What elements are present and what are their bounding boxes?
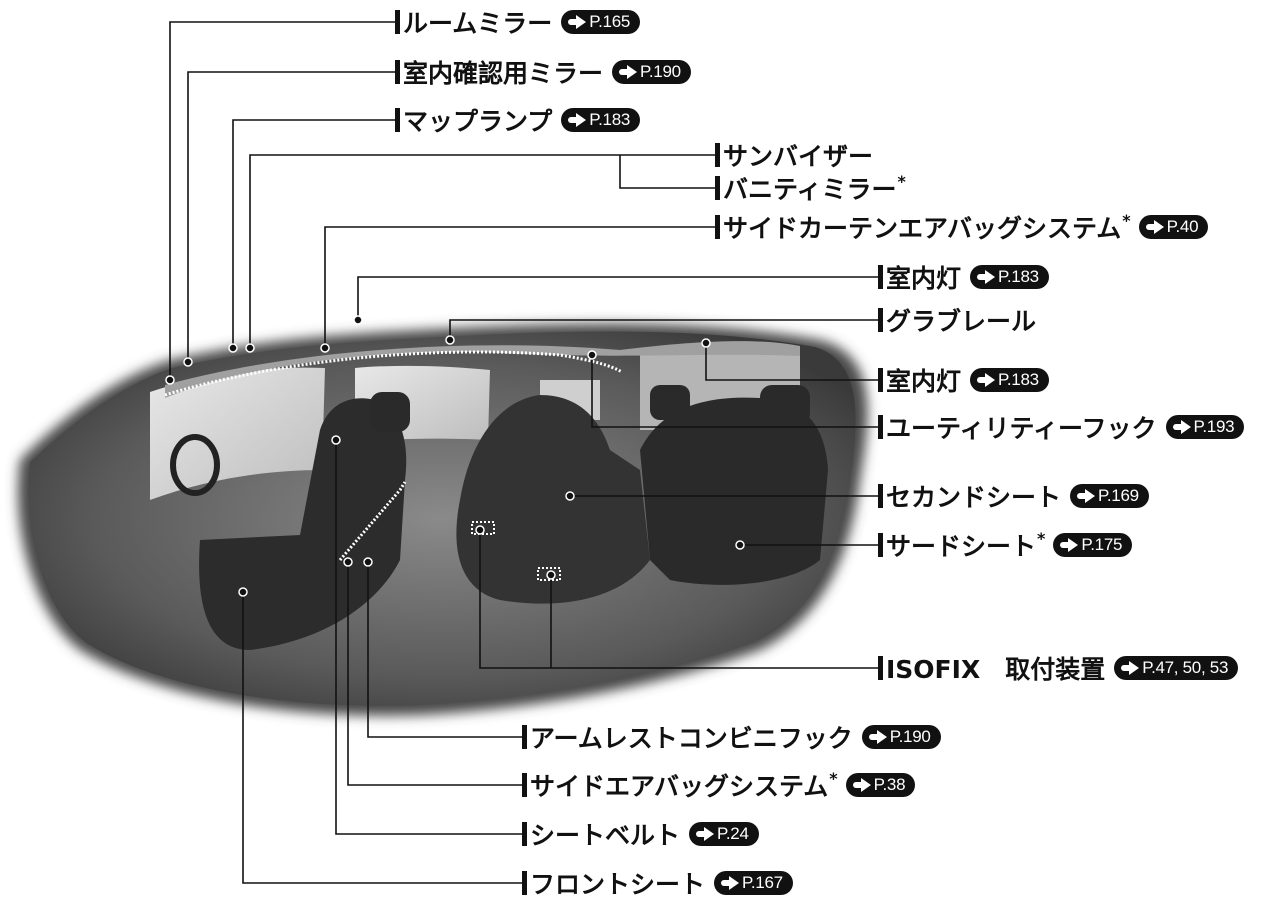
arrow-icon: [1060, 538, 1079, 552]
page-ref-badge[interactable]: P.38: [845, 773, 916, 797]
arrow-icon: [696, 827, 715, 841]
label-seat-belt: シートベルト P.24: [522, 819, 759, 850]
label-room-lamp-front: 室内灯 P.183: [878, 262, 1049, 293]
page-ref-badge[interactable]: P.183: [970, 265, 1049, 289]
headrest-third: [760, 385, 810, 425]
label-sun-visor: サンバイザー: [715, 140, 874, 171]
label-front-seat: フロントシート P.167: [522, 868, 793, 899]
arrow-icon: [1172, 420, 1191, 434]
label-vanity-mirror: バニティミラー*: [715, 172, 906, 204]
front-seat-shape: [199, 398, 407, 650]
seat-belt-dotted: [338, 481, 407, 561]
vehicle-illustration: [18, 323, 868, 716]
headrest-front: [370, 392, 410, 432]
arrow-icon: [1121, 661, 1140, 675]
label-third-seat: サードシート* P.175: [878, 529, 1133, 561]
page-ref-badge[interactable]: P.47, 50, 53: [1114, 656, 1239, 680]
page-ref-badge[interactable]: P.165: [561, 10, 641, 34]
label-utility-hook: ユーティリティーフック P.193: [878, 412, 1245, 443]
arrow-icon: [619, 65, 638, 79]
grab-rail-dotted: [164, 350, 623, 397]
label-interior-mirror: 室内確認用ミラー P.190: [395, 57, 691, 88]
anchor-dots: [165, 315, 745, 597]
page-ref-badge[interactable]: P.167: [714, 871, 793, 895]
arrow-icon: [568, 15, 587, 29]
windshield: [150, 367, 325, 500]
arrow-icon: [868, 730, 887, 744]
label-grab-rail: グラブレール: [878, 305, 1037, 336]
label-room-mirror: ルームミラー P.165: [395, 7, 641, 38]
page-ref-badge[interactable]: P.175: [1053, 533, 1133, 557]
arrow-icon: [1077, 489, 1096, 503]
page-ref-badge[interactable]: P.183: [970, 368, 1049, 392]
label-isofix: ISOFIX 取付装置 P.47, 50, 53: [878, 653, 1239, 684]
page-ref-badge[interactable]: P.193: [1165, 415, 1245, 439]
arrow-icon: [721, 876, 740, 890]
arrow-icon: [852, 778, 871, 792]
label-curtain-airbag: サイドカーテンエアバッグシステム* P.40: [715, 211, 1209, 243]
label-side-airbag: サイドエアバッグシステム* P.38: [522, 769, 916, 801]
label-room-lamp-rear: 室内灯 P.183: [878, 365, 1049, 396]
arrow-icon: [1145, 220, 1164, 234]
page-ref-badge[interactable]: P.24: [689, 822, 759, 846]
isofix-mark-2: [537, 567, 561, 581]
second-seat-shape: [456, 395, 650, 604]
label-map-lamp: マップランプ P.183: [395, 105, 641, 136]
arrow-icon: [568, 113, 587, 127]
arrow-icon: [977, 270, 996, 284]
roof-headliner: [165, 341, 800, 398]
page-ref-badge[interactable]: P.169: [1070, 484, 1149, 508]
page-ref-badge[interactable]: P.190: [612, 60, 691, 84]
steering-wheel: [170, 434, 220, 496]
isofix-mark-1: [471, 521, 495, 535]
third-seat-shape: [640, 397, 828, 585]
arrow-icon: [977, 373, 996, 387]
page-ref-badge[interactable]: P.183: [561, 108, 641, 132]
page-ref-badge[interactable]: P.190: [861, 725, 941, 749]
leader-lines: [169, 21, 878, 884]
headrest-second: [650, 385, 690, 420]
label-armrest-hook: アームレストコンビニフック P.190: [522, 722, 941, 753]
page-ref-badge[interactable]: P.40: [1138, 215, 1209, 239]
label-second-seat: セカンドシート P.169: [878, 481, 1149, 512]
